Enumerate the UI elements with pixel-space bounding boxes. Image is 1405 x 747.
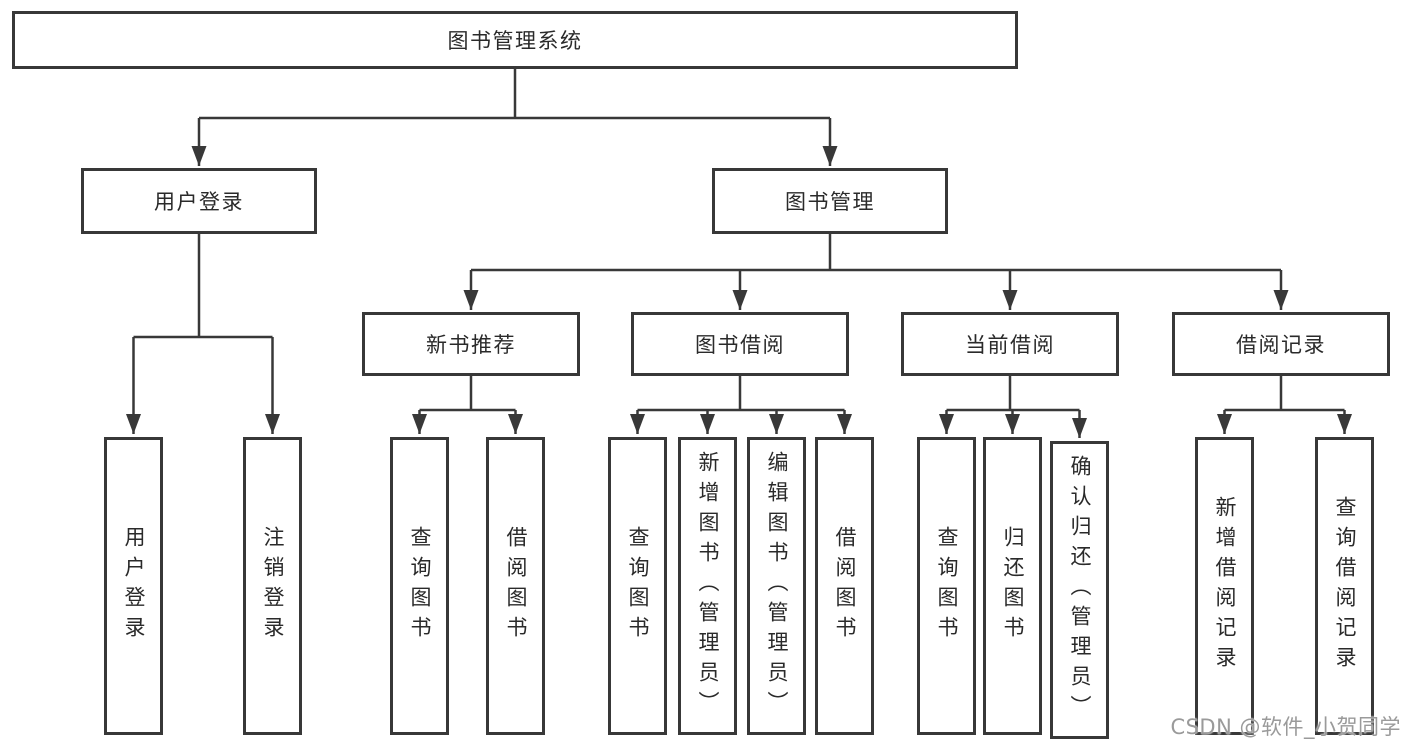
leaf-label: 注销登录 [261, 526, 285, 646]
leaf-label: 编辑图书（管理员） [765, 451, 789, 721]
node-borrowing-records: 借阅记录 [1172, 312, 1390, 376]
leaf-label: 查询借阅记录 [1333, 496, 1357, 676]
leaf-add-book-admin: 新增图书（管理员） [678, 437, 737, 735]
leaf-borrow-books-recommend: 借阅图书 [486, 437, 545, 735]
node-label: 图书管理 [785, 190, 875, 214]
leaf-confirm-return-admin: 确认归还（管理员） [1050, 441, 1109, 739]
node-library-management-system: 图书管理系统 [12, 11, 1018, 69]
node-book-borrowing: 图书借阅 [631, 312, 849, 376]
leaf-query-books-borrow: 查询图书 [608, 437, 667, 735]
leaf-borrow-books: 借阅图书 [815, 437, 874, 735]
node-user-login: 用户登录 [81, 168, 317, 234]
leaf-query-books-current: 查询图书 [917, 437, 976, 735]
leaf-label: 新增图书（管理员） [696, 451, 720, 721]
leaf-add-borrow-record: 新增借阅记录 [1195, 437, 1254, 735]
leaf-return-book: 归还图书 [983, 437, 1042, 735]
node-book-management: 图书管理 [712, 168, 948, 234]
leaf-logout: 注销登录 [243, 437, 302, 735]
leaf-edit-book-admin: 编辑图书（管理员） [747, 437, 806, 735]
node-label: 借阅记录 [1236, 333, 1326, 357]
leaf-label: 查询图书 [935, 526, 959, 646]
leaf-label: 确认归还（管理员） [1068, 455, 1092, 725]
leaf-query-borrow-record: 查询借阅记录 [1315, 437, 1374, 735]
node-label: 图书借阅 [695, 333, 785, 357]
leaf-label: 新增借阅记录 [1213, 496, 1237, 676]
leaf-user-login: 用户登录 [104, 437, 163, 735]
leaf-label: 借阅图书 [504, 526, 528, 646]
node-new-book-recommendation: 新书推荐 [362, 312, 580, 376]
leaf-label: 查询图书 [408, 526, 432, 646]
leaf-label: 用户登录 [122, 526, 146, 646]
csdn-watermark: CSDN @软件_小贺同学 [1170, 715, 1401, 739]
node-label: 新书推荐 [426, 333, 516, 357]
node-current-borrowing: 当前借阅 [901, 312, 1119, 376]
leaf-label: 借阅图书 [833, 526, 857, 646]
node-label: 当前借阅 [965, 333, 1055, 357]
node-label: 图书管理系统 [447, 29, 583, 53]
leaf-label: 归还图书 [1001, 526, 1025, 646]
leaf-query-books-recommend: 查询图书 [390, 437, 449, 735]
leaf-label: 查询图书 [626, 526, 650, 646]
node-label: 用户登录 [154, 190, 244, 214]
